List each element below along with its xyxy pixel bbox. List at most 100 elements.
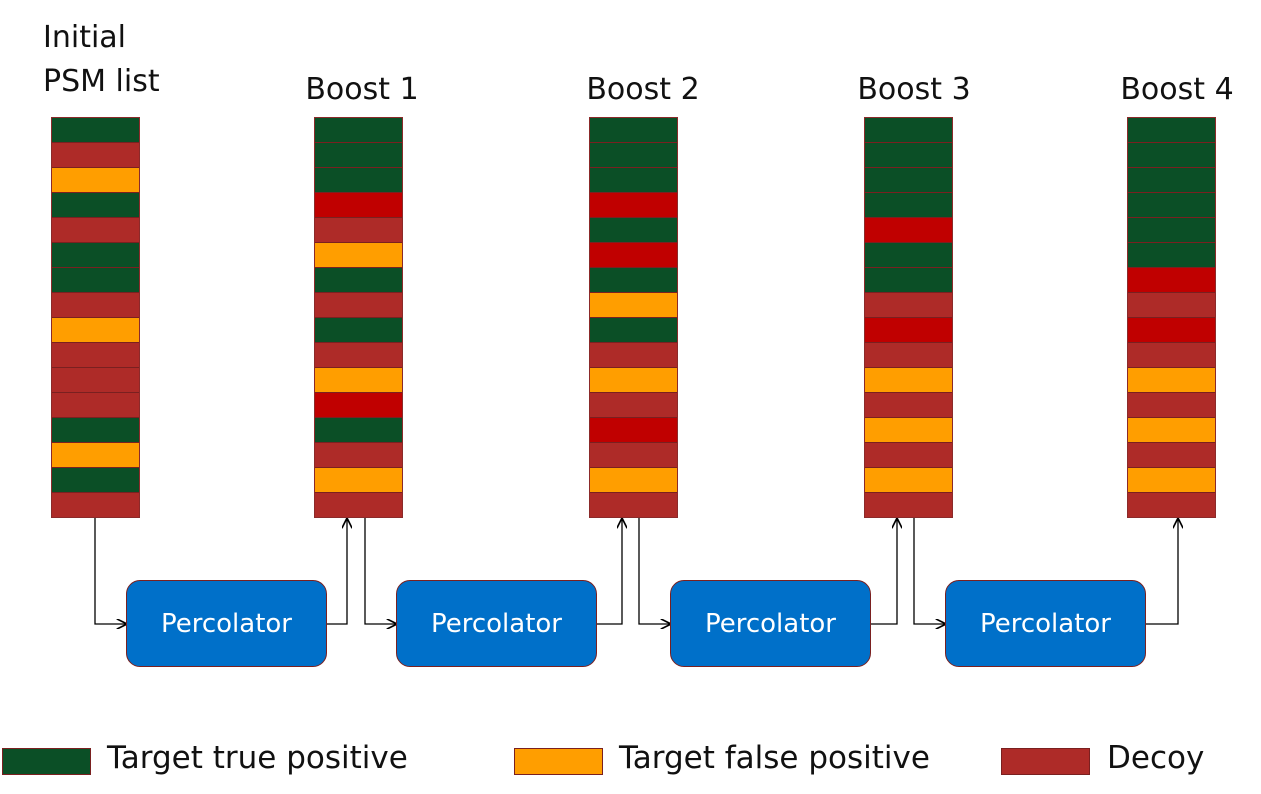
psm-cell-decoy (1128, 443, 1215, 468)
psm-cell-tp (865, 243, 952, 268)
psm-cell-decoy (865, 443, 952, 468)
psm-cell-tp (52, 268, 139, 293)
psm-cell-decoy-bright (865, 318, 952, 343)
psm-cell-decoy-bright (590, 193, 677, 218)
legend-label-decoy: Decoy (1107, 740, 1205, 776)
psm-cell-tp (315, 118, 402, 143)
psm-cell-decoy (865, 293, 952, 318)
psm-cell-fp (1128, 418, 1215, 443)
psm-cell-fp (865, 368, 952, 393)
psm-cell-decoy (315, 443, 402, 468)
psm-cell-tp (52, 243, 139, 268)
psm-cell-tp (1128, 243, 1215, 268)
psm-cell-tp (590, 118, 677, 143)
legend-swatch-false-positive (514, 748, 603, 775)
psm-cell-decoy (315, 493, 402, 517)
psm-cell-tp (590, 143, 677, 168)
arrow-boost-3-to-percolator-4 (913, 518, 945, 624)
psm-stack-boost-3 (864, 117, 953, 518)
column-title-boost-4: Boost 4 (1120, 72, 1234, 107)
psm-cell-tp (865, 143, 952, 168)
legend-swatch-true-positive (2, 748, 91, 775)
psm-cell-decoy-bright (590, 418, 677, 443)
psm-cell-decoy-bright (865, 218, 952, 243)
psm-cell-tp (315, 268, 402, 293)
psm-stack-initial (51, 117, 140, 518)
psm-cell-decoy (1128, 293, 1215, 318)
psm-cell-decoy (52, 393, 139, 418)
psm-cell-tp (865, 118, 952, 143)
psm-cell-tp (590, 318, 677, 343)
psm-stack-boost-2 (589, 117, 678, 518)
legend-label-false-positive: Target false positive (619, 740, 930, 776)
psm-cell-decoy (315, 343, 402, 368)
psm-cell-decoy-bright (1128, 318, 1215, 343)
psm-cell-decoy-bright (315, 193, 402, 218)
psm-cell-fp (1128, 368, 1215, 393)
psm-cell-decoy (52, 493, 139, 517)
arrow-percolator-4-to-boost-4 (1146, 519, 1178, 625)
psm-cell-tp (590, 218, 677, 243)
psm-cell-tp (1128, 218, 1215, 243)
psm-cell-fp (590, 468, 677, 493)
psm-cell-tp (52, 418, 139, 443)
psm-cell-tp (315, 143, 402, 168)
psm-cell-decoy (52, 293, 139, 318)
psm-cell-fp (315, 468, 402, 493)
psm-cell-decoy (590, 343, 677, 368)
psm-cell-tp (865, 193, 952, 218)
arrow-percolator-2-to-boost-2 (597, 519, 622, 625)
psm-cell-tp (52, 118, 139, 143)
psm-cell-decoy (590, 493, 677, 517)
percolator-box-4: Percolator (945, 580, 1146, 667)
psm-cell-tp (315, 318, 402, 343)
psm-cell-fp (590, 368, 677, 393)
psm-cell-decoy (52, 143, 139, 168)
psm-cell-tp (865, 168, 952, 193)
psm-cell-decoy (590, 443, 677, 468)
psm-stack-boost-4 (1127, 117, 1216, 518)
percolator-box-1: Percolator (126, 580, 327, 667)
psm-cell-tp (1128, 143, 1215, 168)
column-title-initial: Initial PSM list (43, 20, 160, 99)
percolator-box-3: Percolator (670, 580, 871, 667)
psm-cell-decoy (315, 218, 402, 243)
arrow-initial-to-percolator-1 (94, 518, 126, 624)
psm-cell-decoy (52, 368, 139, 393)
psm-cell-fp (590, 293, 677, 318)
psm-cell-tp (1128, 193, 1215, 218)
arrow-percolator-3-to-boost-3 (871, 519, 897, 625)
percolator-box-2: Percolator (396, 580, 597, 667)
psm-cell-decoy-bright (590, 243, 677, 268)
psm-cell-tp (315, 418, 402, 443)
psm-cell-tp (315, 168, 402, 193)
psm-cell-decoy (865, 393, 952, 418)
psm-cell-decoy (865, 343, 952, 368)
psm-cell-tp (590, 268, 677, 293)
psm-cell-decoy (52, 218, 139, 243)
psm-cell-decoy (590, 393, 677, 418)
psm-cell-fp (52, 168, 139, 193)
psm-stack-boost-1 (314, 117, 403, 518)
psm-cell-fp (52, 318, 139, 343)
psm-cell-tp (865, 268, 952, 293)
legend-swatch-decoy (1001, 748, 1090, 775)
psm-cell-decoy (315, 293, 402, 318)
arrow-percolator-1-to-boost-1 (327, 519, 347, 625)
psm-cell-fp (52, 443, 139, 468)
psm-cell-decoy-bright (315, 393, 402, 418)
psm-cell-fp (315, 368, 402, 393)
psm-cell-decoy (1128, 343, 1215, 368)
psm-cell-decoy (1128, 493, 1215, 517)
psm-cell-fp (865, 468, 952, 493)
arrow-boost-2-to-percolator-3 (638, 518, 670, 624)
arrow-boost-1-to-percolator-2 (364, 518, 396, 624)
psm-cell-fp (865, 418, 952, 443)
psm-cell-tp (1128, 118, 1215, 143)
psm-cell-tp (590, 168, 677, 193)
psm-cell-decoy (1128, 393, 1215, 418)
psm-cell-decoy (865, 493, 952, 517)
psm-cell-decoy (52, 343, 139, 368)
psm-cell-fp (315, 243, 402, 268)
